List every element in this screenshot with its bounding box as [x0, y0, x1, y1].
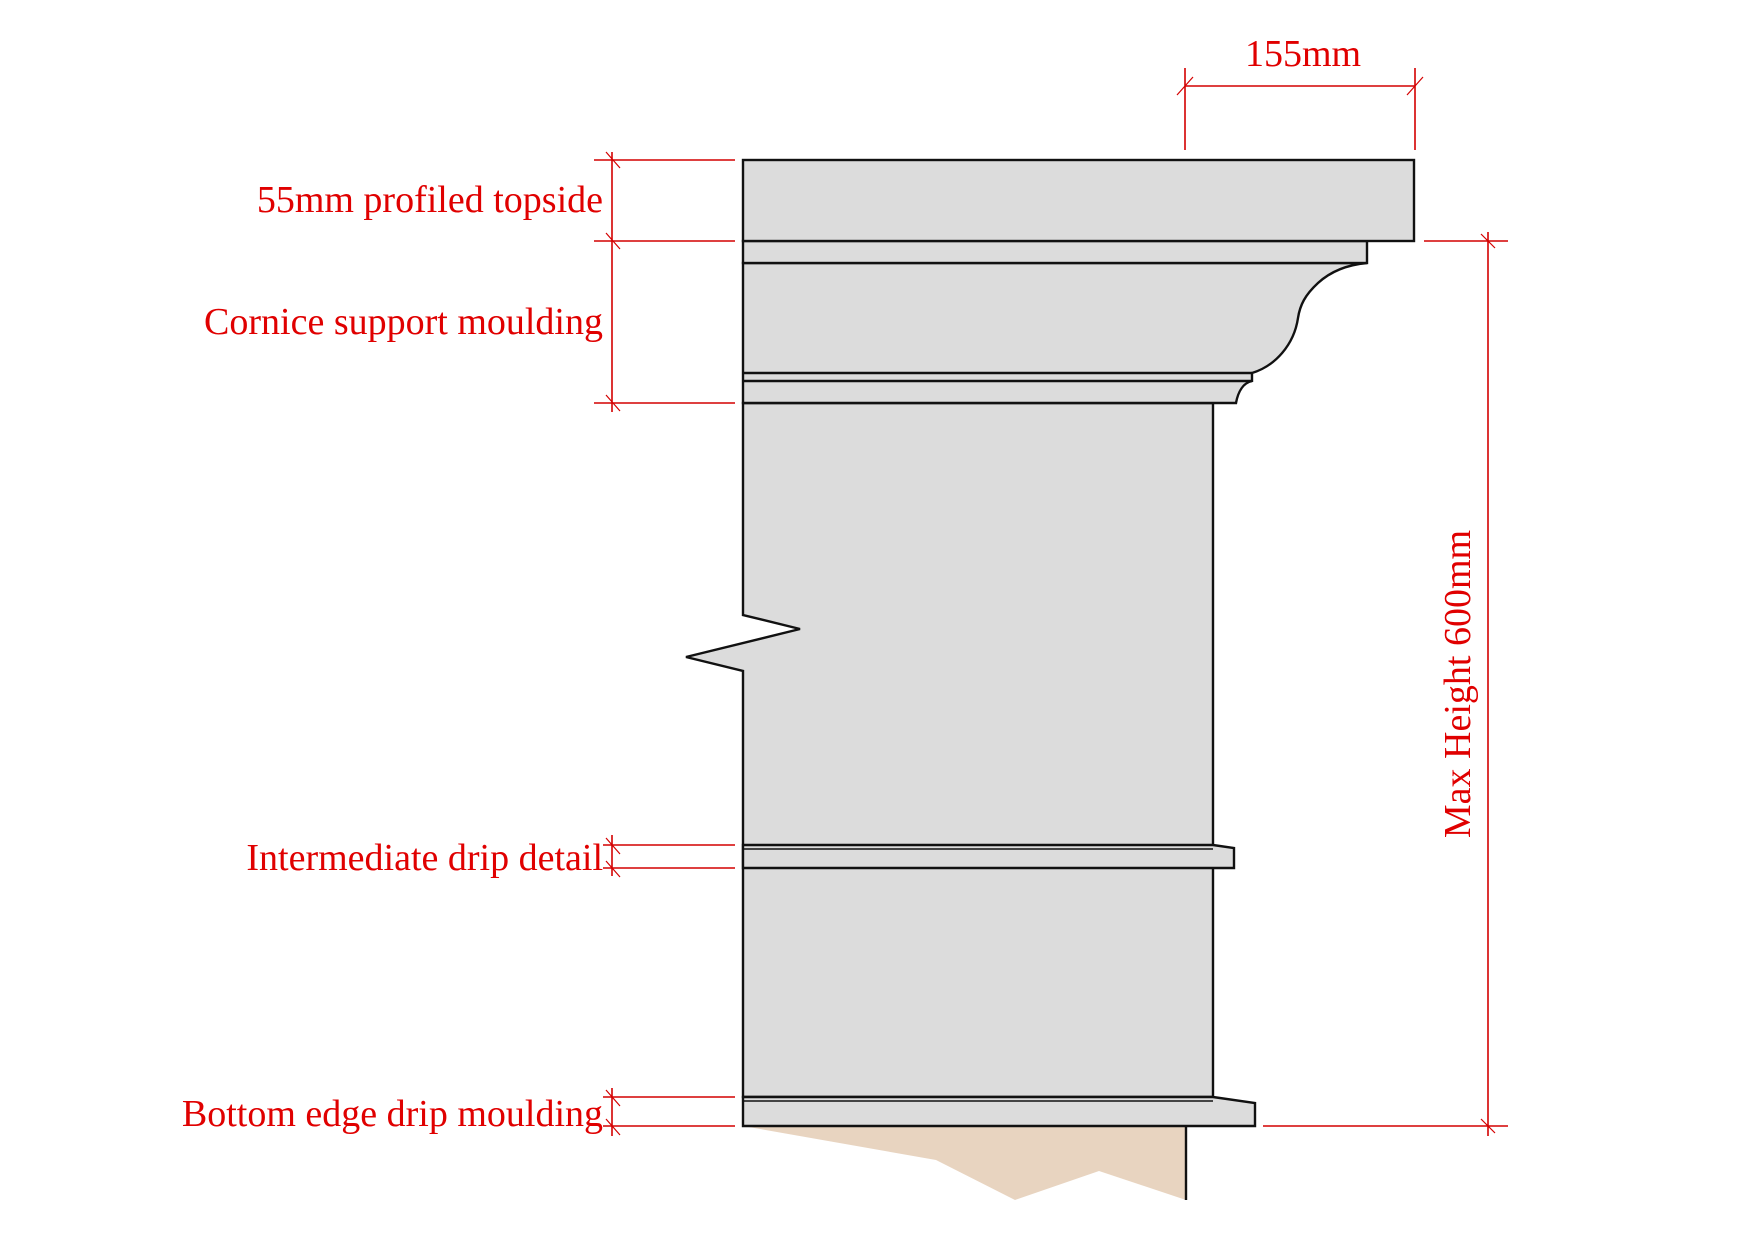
projection-dimension: 155mm [1176, 33, 1424, 150]
left-dimension-bottom [603, 1088, 735, 1136]
intermediate-drip [741, 843, 1236, 870]
cornice-support-moulding [741, 261, 1368, 405]
left-dimension-chain-top [594, 151, 735, 412]
label-profiled-topside: 55mm profiled topside [257, 179, 603, 221]
max-height-dimension: Max Height 600mm [1263, 232, 1508, 1136]
bottom-drip [741, 1095, 1257, 1128]
label-bottom-drip: Bottom edge drip moulding [182, 1093, 603, 1135]
cornice-band [741, 239, 1369, 265]
main-body [685, 401, 1215, 1099]
projection-dimension-label: 155mm [1245, 33, 1361, 75]
label-intermediate-drip: Intermediate drip detail [246, 837, 603, 879]
profiled-topside [741, 158, 1416, 243]
supporting-wall [743, 1126, 1186, 1200]
label-cornice-support-moulding: Cornice support moulding [204, 301, 603, 343]
max-height-label: Max Height 600mm [1437, 530, 1479, 838]
left-dimension-intermediate [603, 835, 735, 878]
